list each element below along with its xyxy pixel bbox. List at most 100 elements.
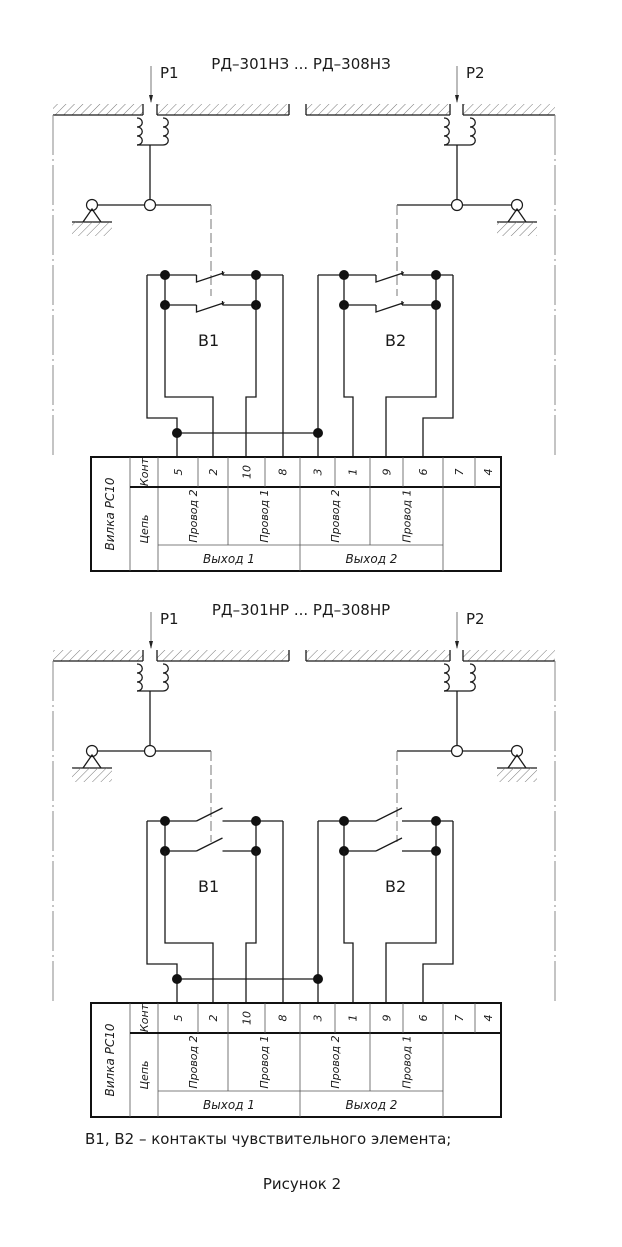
bellows-wall (443, 663, 450, 692)
row-label-circuit: Цепь (138, 515, 151, 544)
contact-number: 7 (453, 1015, 466, 1022)
wire-b2-6 (422, 821, 454, 1003)
contact-blade-closed (195, 271, 225, 283)
switch-b1: В1 (147, 807, 283, 896)
table-border (90, 456, 502, 572)
contact-number: 1 (347, 469, 360, 476)
switch-label: В2 (385, 331, 406, 350)
circuit-label: Провод 1 (258, 489, 271, 542)
housing-wall-hatch (463, 104, 555, 115)
bellows-p1 (136, 663, 169, 692)
bellows-p2 (443, 663, 476, 692)
wire-b1-no1 (245, 851, 257, 1003)
wire-b1-nc2 (164, 305, 214, 457)
ground-support-right (497, 198, 537, 236)
support-triangle (507, 207, 527, 223)
diagram-title: РД–301НЗ ... РД–308НЗ (211, 55, 390, 73)
arrow-head (149, 95, 153, 103)
housing-wall-hatch (53, 104, 143, 115)
pressure-arrow-p2 (455, 612, 459, 649)
figure-caption: Рисунок 2 (263, 1175, 341, 1193)
ground-support-left (72, 744, 112, 782)
housing-wall-hatch (157, 104, 289, 115)
pressure-arrow-p1 (149, 66, 153, 103)
contact-number: 8 (277, 1015, 290, 1022)
output-label: Выход 2 (346, 552, 398, 566)
circuit-label: Провод 2 (187, 489, 200, 542)
contact-number: 6 (417, 1015, 430, 1022)
switch-label: В1 (198, 331, 219, 350)
legend-text: В1, В2 – контакты чувствительного элемен… (85, 1130, 451, 1148)
output-label: Выход 1 (203, 552, 255, 566)
contact-blade-closed (375, 271, 405, 283)
switch-b1: В1 (147, 270, 283, 350)
lever-pivot-p1 (143, 744, 157, 758)
pressure-label-p1: Р1 (160, 64, 179, 82)
switch-b2: В2 (318, 270, 453, 350)
junction-dot (251, 816, 261, 826)
circuit-label: Провод 2 (329, 489, 342, 542)
support-pivot (85, 198, 99, 212)
wire-b2-9 (385, 851, 437, 1003)
contact-blade-open (375, 807, 403, 822)
contact-number: 10 (241, 1011, 254, 1025)
connector-label: Вилка РС10 (103, 477, 117, 550)
output-label: Выход 1 (203, 1098, 255, 1112)
contact-number: 2 (207, 1015, 220, 1022)
contact-number: 1 (347, 1015, 360, 1022)
connector-label: Вилка РС10 (103, 1023, 117, 1096)
housing-wall-hatch (306, 650, 450, 661)
row-label-contacts: Конт (138, 457, 151, 486)
junction-dot (313, 974, 323, 984)
arrow-head (149, 641, 153, 649)
bellows-p1 (136, 117, 169, 146)
switch-label: В2 (385, 877, 406, 896)
support-pivot (510, 198, 524, 212)
pressure-label-p1: Р1 (160, 610, 179, 628)
contact-number: 4 (482, 1015, 495, 1022)
housing-wall-hatch (53, 650, 143, 661)
pressure-arrow-p2 (455, 66, 459, 103)
bellows-wall (162, 117, 169, 146)
housing-wall-hatch (463, 650, 555, 661)
contact-number: 2 (207, 469, 220, 476)
support-pivot (510, 744, 524, 758)
circuit-label: Провод 2 (329, 1035, 342, 1088)
contact-number: 5 (172, 469, 185, 476)
ground-hatch (72, 768, 112, 782)
lever-pivot-p2 (450, 198, 464, 212)
wire-b2-1 (343, 305, 354, 457)
junction-dot (313, 428, 323, 438)
contact-blade-closed (375, 301, 405, 313)
contact-number: 7 (453, 469, 466, 476)
contact-number: 8 (277, 469, 290, 476)
lever-pivot-p1 (143, 198, 157, 212)
contact-blade-open (375, 837, 403, 852)
contact-number: 3 (312, 1015, 325, 1022)
wire-b2-9 (385, 305, 437, 457)
arrow-head (455, 641, 459, 649)
contact-blade-open (196, 837, 223, 852)
output-label: Выход 2 (346, 1098, 398, 1112)
diagram-title: РД–301НР ... РД–308НР (212, 601, 390, 619)
contact-number: 4 (482, 469, 495, 476)
ground-hatch (72, 222, 112, 236)
bellows-wall (136, 117, 143, 146)
switch-label: В1 (198, 877, 219, 896)
circuit-label: Провод 1 (401, 1035, 414, 1088)
junction-dot (339, 816, 349, 826)
lever-pivot-p2 (450, 744, 464, 758)
row-label-contacts: Конт (138, 1003, 151, 1032)
ground-hatch (497, 222, 537, 236)
support-triangle (82, 207, 102, 223)
ground-hatch (497, 768, 537, 782)
wire-b2-6 (422, 275, 454, 457)
row-label-circuit: Цепь (138, 1061, 151, 1090)
circuit-label: Провод 1 (258, 1035, 271, 1088)
support-pivot (85, 744, 99, 758)
junction-dot (251, 270, 261, 280)
